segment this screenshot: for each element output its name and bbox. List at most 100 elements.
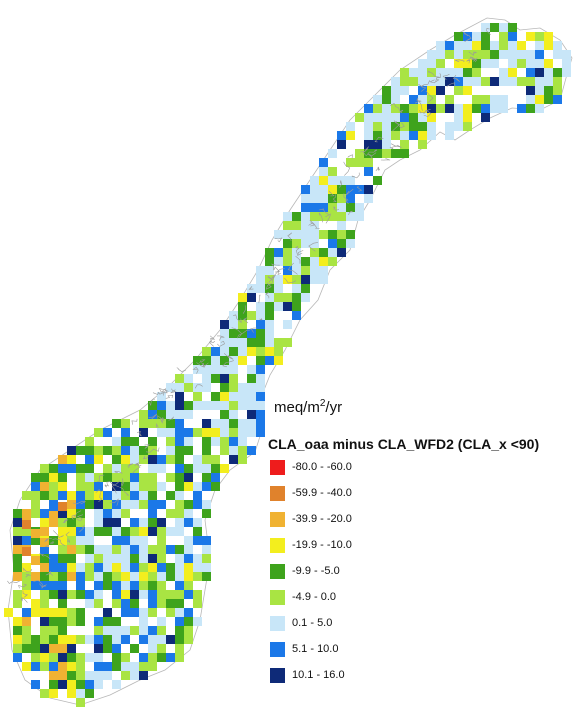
grid-cell (103, 500, 112, 509)
grid-cell (76, 671, 85, 680)
grid-cell (76, 617, 85, 626)
grid-cell (184, 383, 193, 392)
grid-cell (193, 590, 202, 599)
grid-cell (238, 320, 247, 329)
legend-label: -80.0 - -60.0 (292, 461, 352, 473)
grid-cell (256, 365, 265, 374)
grid-cell (103, 518, 112, 527)
grid-cell (337, 185, 346, 194)
grid-cell (301, 185, 310, 194)
grid-cell (112, 527, 121, 536)
grid-cell (517, 59, 526, 68)
grid-cell (265, 302, 274, 311)
grid-cell (256, 410, 265, 419)
grid-cell (265, 275, 274, 284)
grid-cell (328, 239, 337, 248)
grid-cell (49, 644, 58, 653)
grid-cell (31, 491, 40, 500)
grid-cell (130, 527, 139, 536)
grid-cell (193, 500, 202, 509)
grid-cell (247, 410, 256, 419)
grid-cell (13, 527, 22, 536)
grid-cell (175, 617, 184, 626)
grid-cell (400, 131, 409, 140)
grid-cell (103, 635, 112, 644)
grid-cell (121, 437, 130, 446)
grid-cell (526, 77, 535, 86)
coast-fragment (165, 394, 174, 399)
coast-fragment (464, 37, 472, 43)
grid-cell (193, 527, 202, 536)
grid-cell (85, 437, 94, 446)
grid-cell (175, 428, 184, 437)
grid-cell (283, 257, 292, 266)
grid-cell (184, 545, 193, 554)
grid-cell (121, 662, 130, 671)
grid-cell (238, 401, 247, 410)
grid-cell (112, 590, 121, 599)
grid-cell (103, 572, 112, 581)
grid-cell (220, 410, 229, 419)
grid-cell (22, 635, 31, 644)
grid-cell (175, 590, 184, 599)
grid-cell (346, 194, 355, 203)
grid-cell (382, 104, 391, 113)
grid-cell (148, 419, 157, 428)
grid-cell (58, 502, 67, 511)
grid-cell (121, 554, 130, 563)
grid-cell (112, 653, 121, 662)
grid-cell (22, 527, 31, 536)
grid-cell (175, 599, 184, 608)
grid-cell (76, 536, 85, 545)
grid-cell (130, 482, 139, 491)
grid-cell (67, 518, 76, 527)
grid-cell (319, 194, 328, 203)
grid-cell (40, 635, 49, 644)
grid-cell (211, 428, 220, 437)
grid-cell (202, 545, 211, 554)
legend-label: 0.1 - 5.0 (292, 617, 333, 629)
grid-cell (427, 122, 436, 131)
grid-cell (157, 572, 166, 581)
grid-cell (121, 563, 130, 572)
grid-cell (40, 509, 49, 518)
grid-cell (148, 554, 157, 563)
grid-cell (139, 482, 148, 491)
coast-fragment (170, 388, 177, 394)
grid-cell (139, 545, 148, 554)
grid-cell (418, 59, 427, 68)
grid-cell (40, 491, 49, 500)
grid-cell (427, 131, 436, 140)
grid-cell (130, 545, 139, 554)
grid-cell (508, 32, 517, 41)
grid-cell (364, 167, 373, 176)
grid-cell (13, 644, 22, 653)
grid-cell (40, 608, 49, 617)
grid-cell (67, 617, 76, 626)
grid-cell (103, 527, 112, 536)
grid-cell (400, 68, 409, 77)
grid-cell (49, 563, 58, 572)
grid-cell (517, 50, 526, 59)
grid-cell (229, 320, 238, 329)
grid-cell (139, 590, 148, 599)
grid-cell (346, 230, 355, 239)
coast-fragment (194, 384, 203, 389)
grid-cell (292, 284, 301, 293)
grid-cell (292, 302, 301, 311)
coast-fragment (22, 590, 28, 598)
grid-cell (508, 50, 517, 59)
grid-cell (130, 437, 139, 446)
grid-cell (238, 293, 247, 302)
grid-cell (175, 446, 184, 455)
grid-cell (40, 538, 49, 547)
grid-cell (175, 572, 184, 581)
grid-cell (346, 203, 355, 212)
grid-cell (31, 608, 40, 617)
grid-cell (346, 239, 355, 248)
coast-fragment (52, 530, 64, 538)
coast-fragment (332, 206, 340, 211)
coast-fragment (309, 220, 320, 229)
grid-cell (175, 464, 184, 473)
grid-cell (328, 167, 337, 176)
